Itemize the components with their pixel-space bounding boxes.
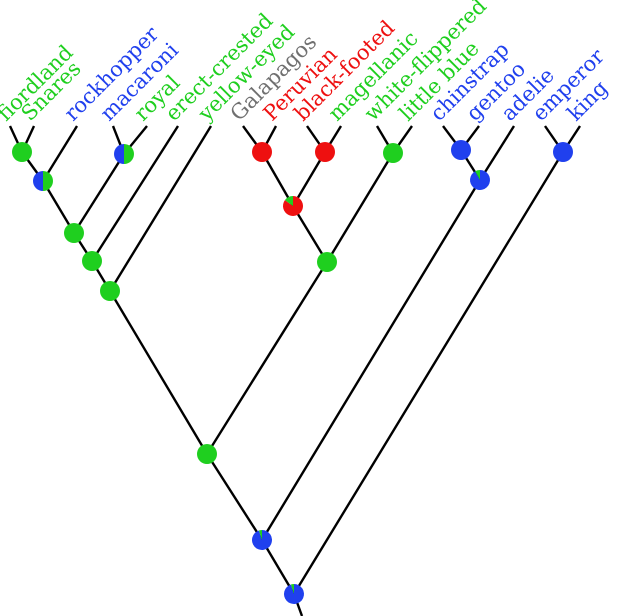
- branch-n-big-green-to-n-spheniscus-eudyptula: [205, 261, 329, 455]
- node-n-fiordland-snares: [12, 142, 32, 162]
- branch-n-mid-blue-to-n-big-green: [205, 453, 264, 541]
- node-slice-green: [284, 196, 293, 206]
- branch-n-crested-a-to-n-macaroni-royal: [72, 153, 126, 234]
- node-slice-blue: [553, 142, 573, 162]
- branch-n-spheniscus-eudyptula-to-n-littleblue: [325, 152, 395, 263]
- node-n-littleblue: [383, 143, 403, 163]
- branch-n-root-to-n-aptenodytes: [292, 151, 565, 595]
- node-n-spheniscus-eudyptula: [317, 252, 337, 272]
- node-slice-red: [252, 142, 272, 162]
- node-n-crested-a: [64, 223, 84, 243]
- node-n-root: [284, 584, 305, 604]
- node-n-mid-blue: [252, 530, 273, 550]
- node-slice-green: [290, 584, 294, 594]
- node-slice-green: [64, 223, 84, 243]
- node-n-chinstrap-gentoo: [451, 140, 471, 160]
- branch-n-spheniscus-to-n-blackfooted-magellanic: [291, 151, 327, 207]
- node-n-pygoscelis: [470, 170, 491, 190]
- branch-n-spheniscus-eudyptula-to-n-spheniscus: [291, 205, 329, 263]
- node-n-big-green: [197, 444, 217, 464]
- branch-n-mid-blue-to-n-pygoscelis: [260, 179, 482, 541]
- node-slice-green: [317, 252, 337, 272]
- node-slice-blue: [470, 170, 491, 190]
- node-n-galapagos-peruvian: [252, 142, 272, 162]
- branch-n-crested-a-to-n-snares-rockhopper: [41, 180, 76, 234]
- node-n-aptenodytes: [553, 142, 573, 162]
- branch-n-crested-c-to-yellow-eyed: [108, 125, 213, 292]
- node-slice-blue: [451, 140, 471, 160]
- node-slice-blue: [114, 144, 124, 164]
- node-n-macaroni-royal: [114, 144, 134, 164]
- branch-n-spheniscus-to-n-galapagos-peruvian: [260, 151, 295, 207]
- node-slice-red: [282, 196, 303, 217]
- node-slice-blue: [252, 530, 273, 550]
- branch-n-big-green-to-n-crested-c: [108, 290, 209, 455]
- node-slice-green: [43, 171, 53, 191]
- branch-n-crested-b-to-erect-crested: [90, 125, 180, 262]
- node-slice-green: [258, 530, 262, 540]
- node-slice-green: [100, 281, 120, 301]
- node-slice-green: [82, 251, 102, 271]
- node-n-snares-rockhopper: [33, 171, 53, 191]
- node-n-crested-c: [100, 281, 120, 301]
- node-slice-green: [12, 142, 32, 162]
- ancestral-state-nodes: [12, 140, 573, 604]
- node-slice-green: [383, 143, 403, 163]
- branch-n-pygoscelis-to-adelie: [478, 125, 516, 181]
- node-slice-green: [197, 444, 217, 464]
- node-n-spheniscus: [282, 196, 303, 217]
- taxon-labels: fiordlandSnaresrockhoppermacaroniroyaler…: [0, 0, 612, 126]
- node-n-crested-b: [82, 251, 102, 271]
- branch-n-snares-rockhopper-to-rockhopper: [41, 125, 79, 182]
- node-slice-blue: [33, 171, 43, 191]
- node-slice-red: [315, 142, 335, 162]
- node-slice-blue: [284, 584, 305, 604]
- node-slice-green: [124, 144, 134, 164]
- node-slice-green: [475, 170, 480, 180]
- node-n-blackfooted-magellanic: [315, 142, 335, 162]
- branch-n-root-to-n-mid-blue: [260, 539, 296, 595]
